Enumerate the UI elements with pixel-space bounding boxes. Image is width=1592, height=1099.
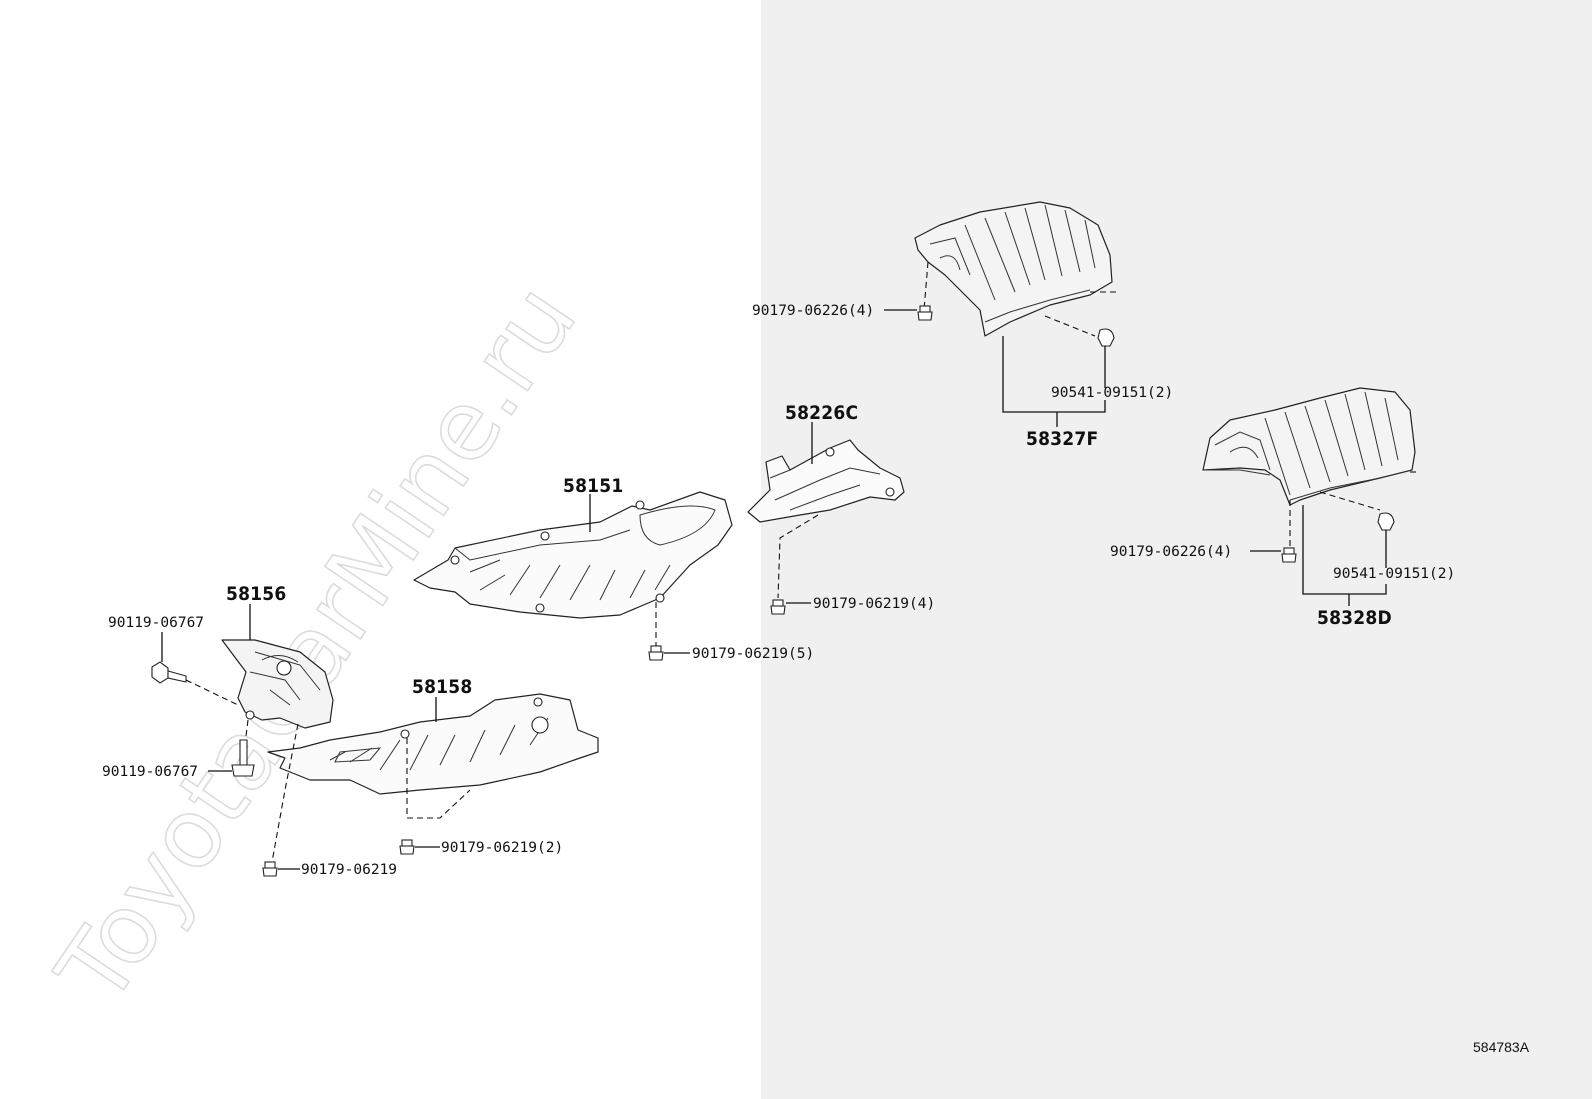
part-label-58158[interactable]: 58158 xyxy=(412,676,472,698)
heat-insulator-58328d[interactable] xyxy=(1202,387,1416,506)
nut-icon[interactable] xyxy=(917,305,933,321)
heat-insulator-58156[interactable] xyxy=(221,639,334,729)
fastener-label-clip-58158[interactable]: 90179-06219(2) xyxy=(441,840,563,856)
background-right xyxy=(761,0,1592,1099)
fastener-label-clip-58226c[interactable]: 90179-06219(4) xyxy=(813,596,935,612)
clip-icon[interactable] xyxy=(262,861,278,877)
bracket-58327f xyxy=(1002,336,1106,413)
fastener-label-bolt-upper[interactable]: 90119-06767 xyxy=(108,615,204,631)
dash-nut-58327f xyxy=(923,261,929,311)
part-label-58328d[interactable]: 58328D xyxy=(1317,607,1392,629)
part-label-58226c[interactable]: 58226C xyxy=(785,402,858,424)
fastener-label-bolt-lower[interactable]: 90119-06767 xyxy=(102,764,198,780)
clip-icon[interactable] xyxy=(770,599,786,615)
nut-icon[interactable] xyxy=(1281,547,1297,563)
bolt-icon[interactable] xyxy=(231,739,255,777)
dash-grommet-58328d xyxy=(1319,491,1381,511)
part-label-58327f[interactable]: 58327F xyxy=(1026,428,1098,450)
grommet-icon[interactable] xyxy=(1377,512,1395,531)
clip-icon[interactable] xyxy=(399,839,415,855)
fastener-label-nut-58327f[interactable]: 90179-06226(4) xyxy=(752,303,874,319)
bolt-icon[interactable] xyxy=(151,661,187,684)
grommet-icon[interactable] xyxy=(1097,328,1115,347)
diagram-code: 584783A xyxy=(1473,1039,1530,1055)
dash-clip-58226c xyxy=(777,514,819,599)
heat-insulator-58158[interactable] xyxy=(267,693,599,795)
fastener-label-grommet-58327f[interactable]: 90541-09151(2) xyxy=(1051,385,1173,401)
dash-clip-58156 xyxy=(271,723,299,863)
fastener-label-grommet-58328d[interactable]: 90541-09151(2) xyxy=(1333,566,1455,582)
fastener-label-clip-58151[interactable]: 90179-06219(5) xyxy=(692,646,814,662)
clip-icon[interactable] xyxy=(648,645,664,661)
fastener-label-nut-58328d[interactable]: 90179-06226(4) xyxy=(1110,544,1232,560)
dash-clip-58158 xyxy=(406,738,471,819)
fastener-label-clip-58156[interactable]: 90179-06219 xyxy=(301,862,397,878)
bracket-58328d xyxy=(1302,505,1387,595)
heat-insulator-58226c[interactable] xyxy=(747,439,905,523)
part-label-58156[interactable]: 58156 xyxy=(226,583,286,605)
part-label-58151[interactable]: 58151 xyxy=(563,475,623,497)
heat-insulator-58151[interactable] xyxy=(413,491,733,619)
dash-grommet-58327f xyxy=(1044,315,1096,337)
heat-insulator-58327f[interactable] xyxy=(914,201,1113,337)
